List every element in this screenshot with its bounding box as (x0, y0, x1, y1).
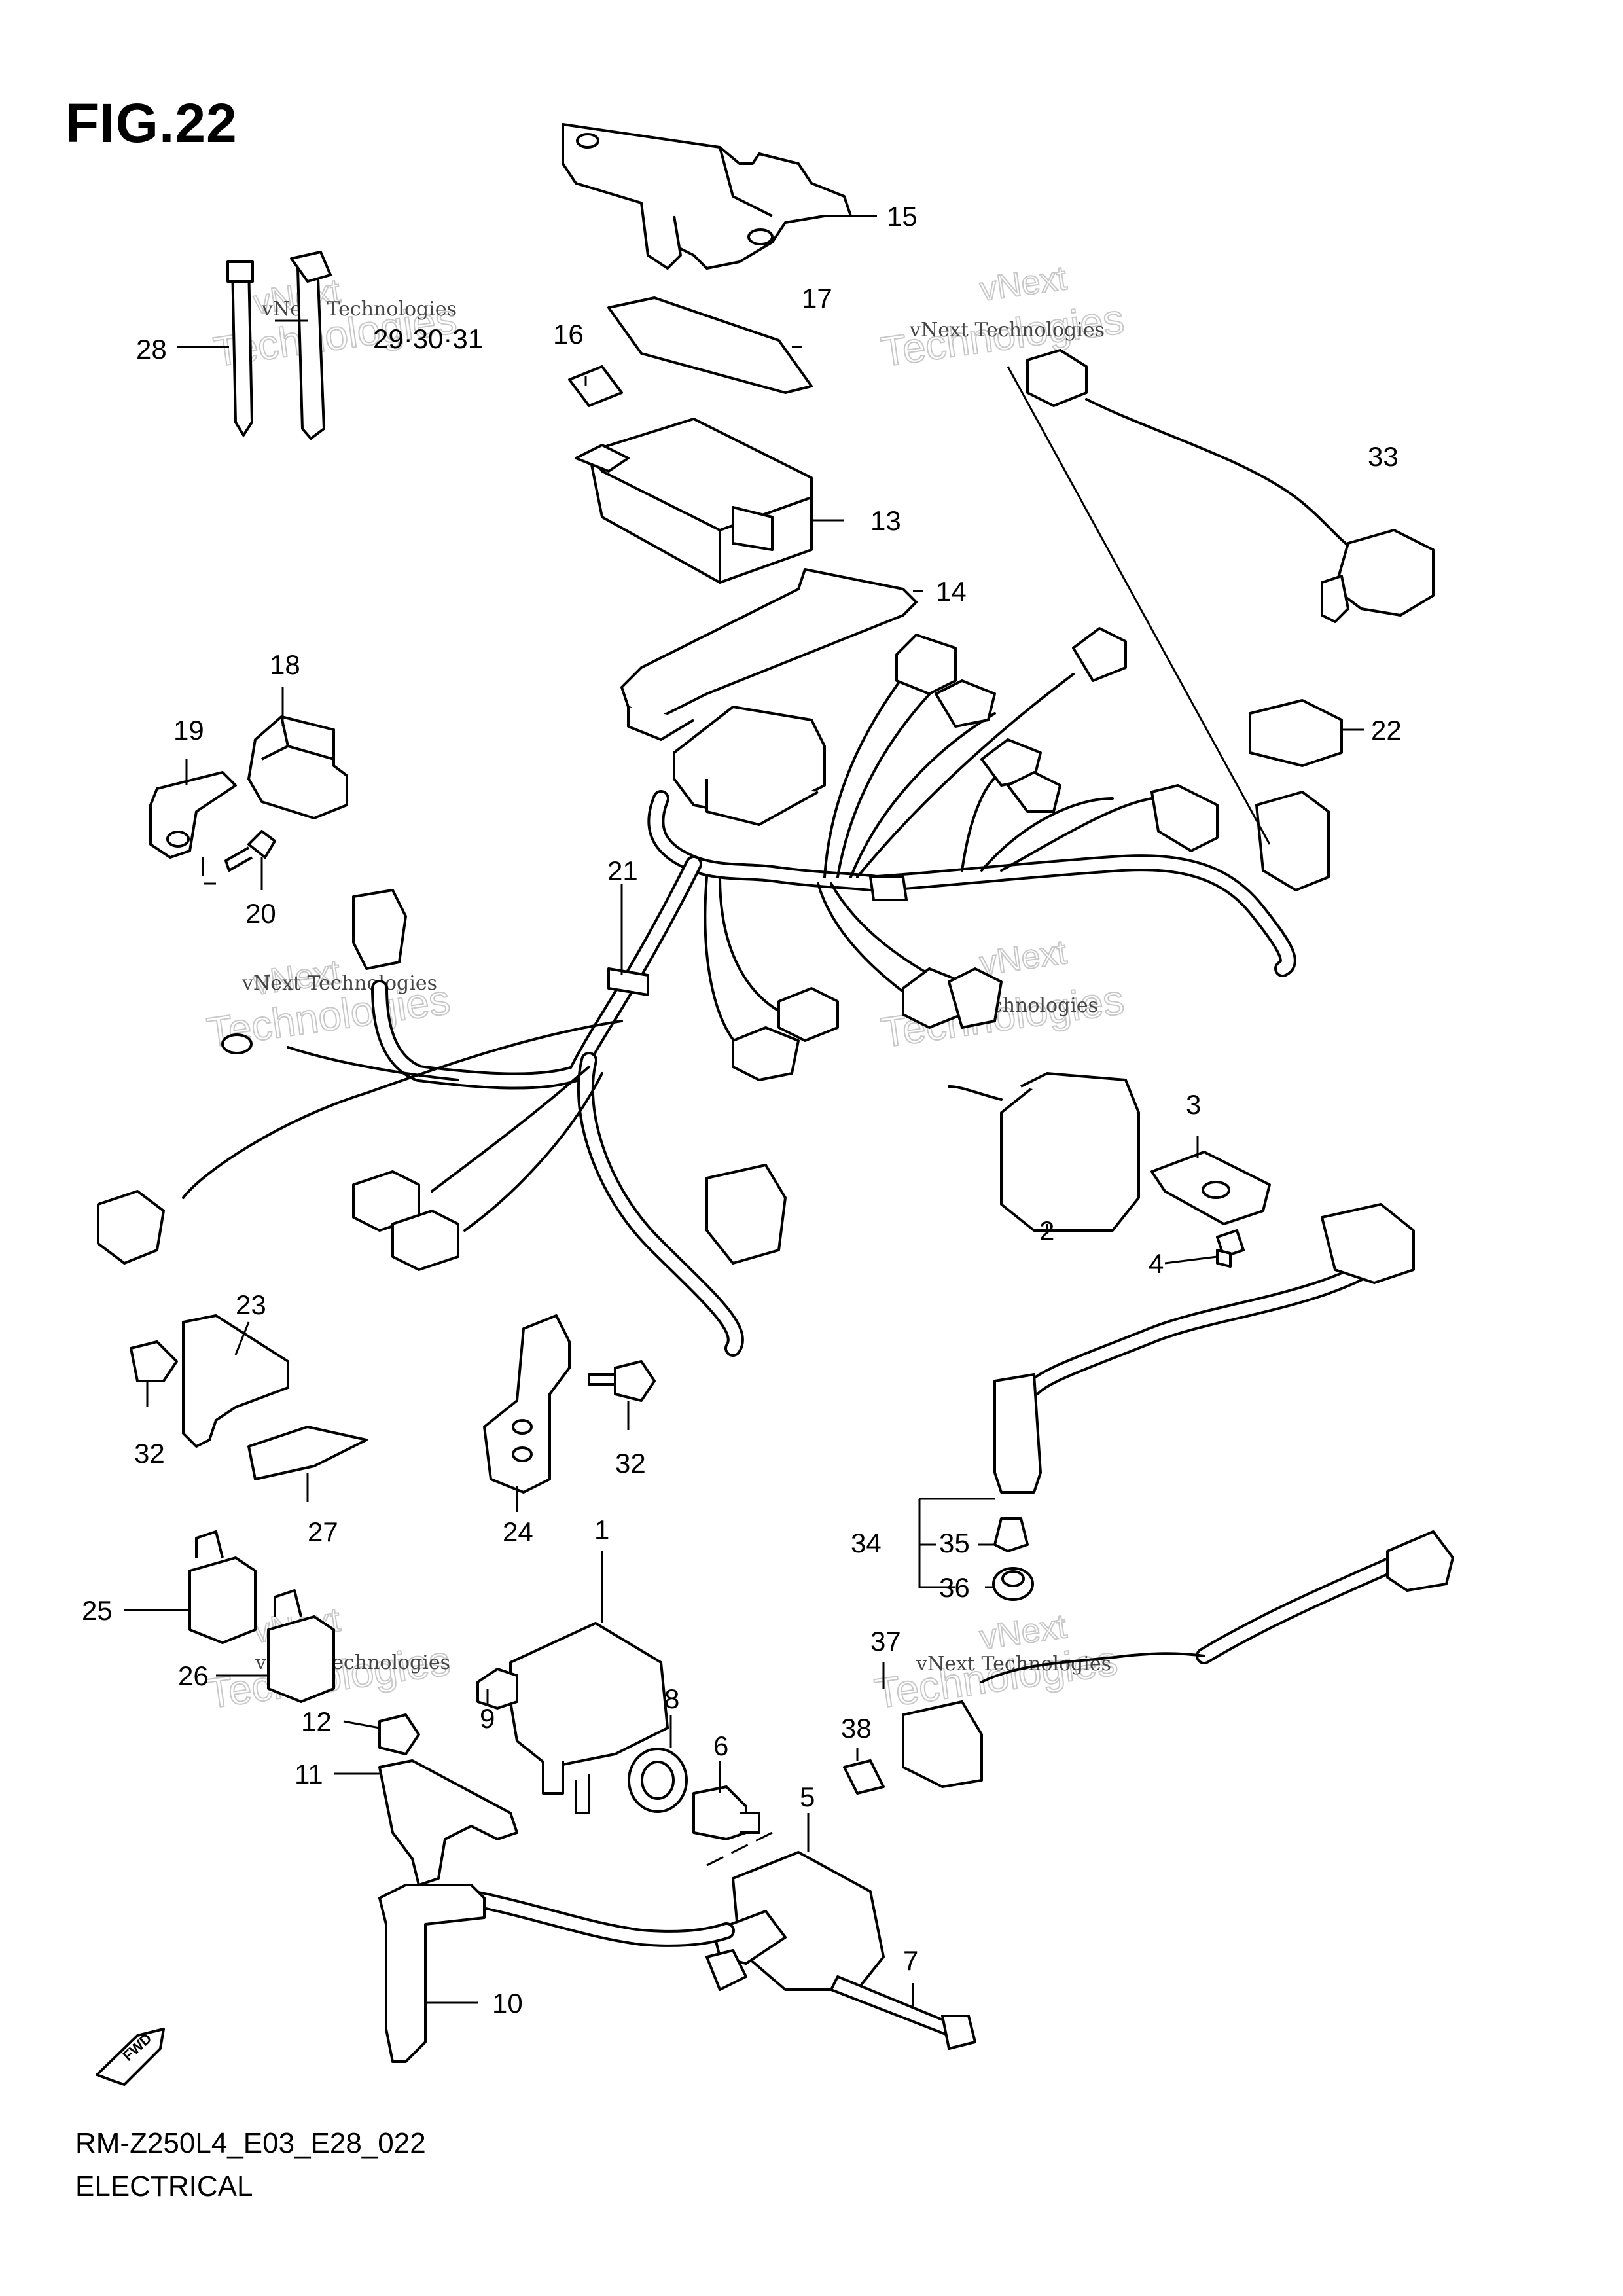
callout-24: 24 (503, 1516, 533, 1547)
callout-6: 6 (713, 1731, 728, 1761)
part-27-sheet (247, 1426, 368, 1480)
part-2-condenser (948, 1072, 1140, 1232)
callout-27: 27 (308, 1516, 338, 1547)
svg-text:vNext: vNext (978, 259, 1069, 309)
callout-13: 13 (870, 505, 901, 536)
watermark-6: vNext Technologies vNext Technologies (871, 1607, 1121, 1718)
callout-34: 34 (851, 1528, 882, 1558)
part-6-spacer (692, 1785, 760, 1840)
callout-38: 38 (841, 1713, 872, 1744)
svg-text:vNext Technologies: vNext Technologies (241, 972, 437, 995)
fwd-arrow-icon: FWD (96, 2028, 165, 2086)
part-3-condenser-bracket (1150, 1151, 1271, 1225)
part-36-grommet (992, 1567, 1034, 1601)
callout-32-right: 32 (615, 1448, 646, 1479)
part-19-relay-holder (149, 771, 237, 859)
callout-11: 11 (294, 1759, 323, 1789)
part-33-sensor (1026, 349, 1435, 623)
part-12-bolt (378, 1713, 420, 1755)
part-21-main-wiring-harness (97, 627, 1330, 1357)
reference-line-33 (1007, 366, 1271, 845)
callout-8: 8 (664, 1683, 679, 1714)
callout-20: 20 (245, 898, 276, 929)
callout-14: 14 (936, 576, 967, 607)
part-10-plug-cap (378, 1884, 735, 2063)
part-28-cable-tie (226, 260, 254, 437)
part-7-bolt (830, 1975, 976, 2050)
callout-32-left: 32 (134, 1438, 165, 1469)
svg-text:vNext Technologies: vNext Technologies (916, 1653, 1111, 1676)
callout-21: 21 (607, 855, 638, 886)
svg-text:vNext Technologies: vNext Technologies (261, 298, 457, 321)
part-32-bolt-right (588, 1360, 656, 1402)
callout-37: 37 (870, 1626, 901, 1657)
callout-33: 33 (1368, 441, 1399, 472)
part-38-fuse (843, 1759, 885, 1795)
callout-19: 19 (173, 715, 204, 745)
part-4-screw (1216, 1229, 1245, 1268)
callout-12: 12 (301, 1706, 332, 1737)
watermark-2: vNext Technologies vNext Technologies (878, 259, 1128, 376)
callout-25: 25 (82, 1595, 113, 1626)
callout-23: 23 (236, 1289, 266, 1320)
part-5-ignition-coil (705, 1831, 885, 1991)
callout-28: 28 (136, 334, 167, 365)
part-20-bolt (202, 830, 276, 885)
part-15-ecm-bracket (562, 123, 852, 270)
part-18-relay (247, 715, 348, 819)
callout-9: 9 (480, 1703, 495, 1734)
callout-18: 18 (270, 649, 300, 680)
callout-4: 4 (1149, 1248, 1164, 1279)
callout-3: 3 (1186, 1089, 1201, 1120)
callout-17: 17 (802, 283, 832, 314)
part-24-bracket (483, 1314, 571, 1494)
callout-5: 5 (800, 1782, 815, 1812)
model-code: RM-Z250L4_E03_E28_022 (75, 2127, 426, 2159)
svg-text:vNext Technologies: vNext Technologies (909, 319, 1105, 342)
part-26-relay (267, 1589, 335, 1703)
callout-29-31: 29·30·31 (373, 323, 483, 354)
callout-10: 10 (492, 1988, 523, 2018)
part-17-cushion-sheet (607, 296, 813, 394)
part-32-bolt-left (130, 1340, 178, 1382)
callout-35: 35 (939, 1528, 970, 1558)
figure-title: FIG.22 (65, 92, 238, 154)
part-13-ecm (575, 418, 813, 584)
callout-36: 36 (939, 1572, 970, 1603)
part-35-bulb (993, 1517, 1029, 1552)
part-11-bracket (378, 1759, 518, 1886)
callout-26: 26 (178, 1660, 209, 1691)
callout-22: 22 (1371, 715, 1402, 745)
part-1-rectifier (509, 1622, 669, 1814)
part-14-ecm-strap (620, 568, 918, 741)
section-name: ELECTRICAL (75, 2170, 253, 2202)
part-9-nut (476, 1668, 518, 1710)
part-16-small-cushion (568, 365, 623, 407)
part-34-spark-plug-cap (993, 1203, 1415, 1494)
leader-lines (124, 215, 1364, 2009)
part-22-connector-cap (1249, 699, 1343, 767)
callout-labels: 1 2 3 4 5 6 7 8 9 10 11 12 13 14 15 16 1… (82, 201, 1402, 2018)
callout-7: 7 (903, 1945, 918, 1976)
callout-16: 16 (553, 319, 584, 350)
part-29-31-clamp (290, 251, 332, 440)
part-25-starter-relay (188, 1530, 257, 1644)
callout-2: 2 (1039, 1215, 1054, 1246)
part-8-grommet (628, 1748, 688, 1813)
callout-15: 15 (887, 201, 918, 232)
part-37-wire-lead (902, 1530, 1454, 1788)
part-23-bracket (182, 1314, 289, 1448)
callout-1: 1 (594, 1515, 609, 1545)
